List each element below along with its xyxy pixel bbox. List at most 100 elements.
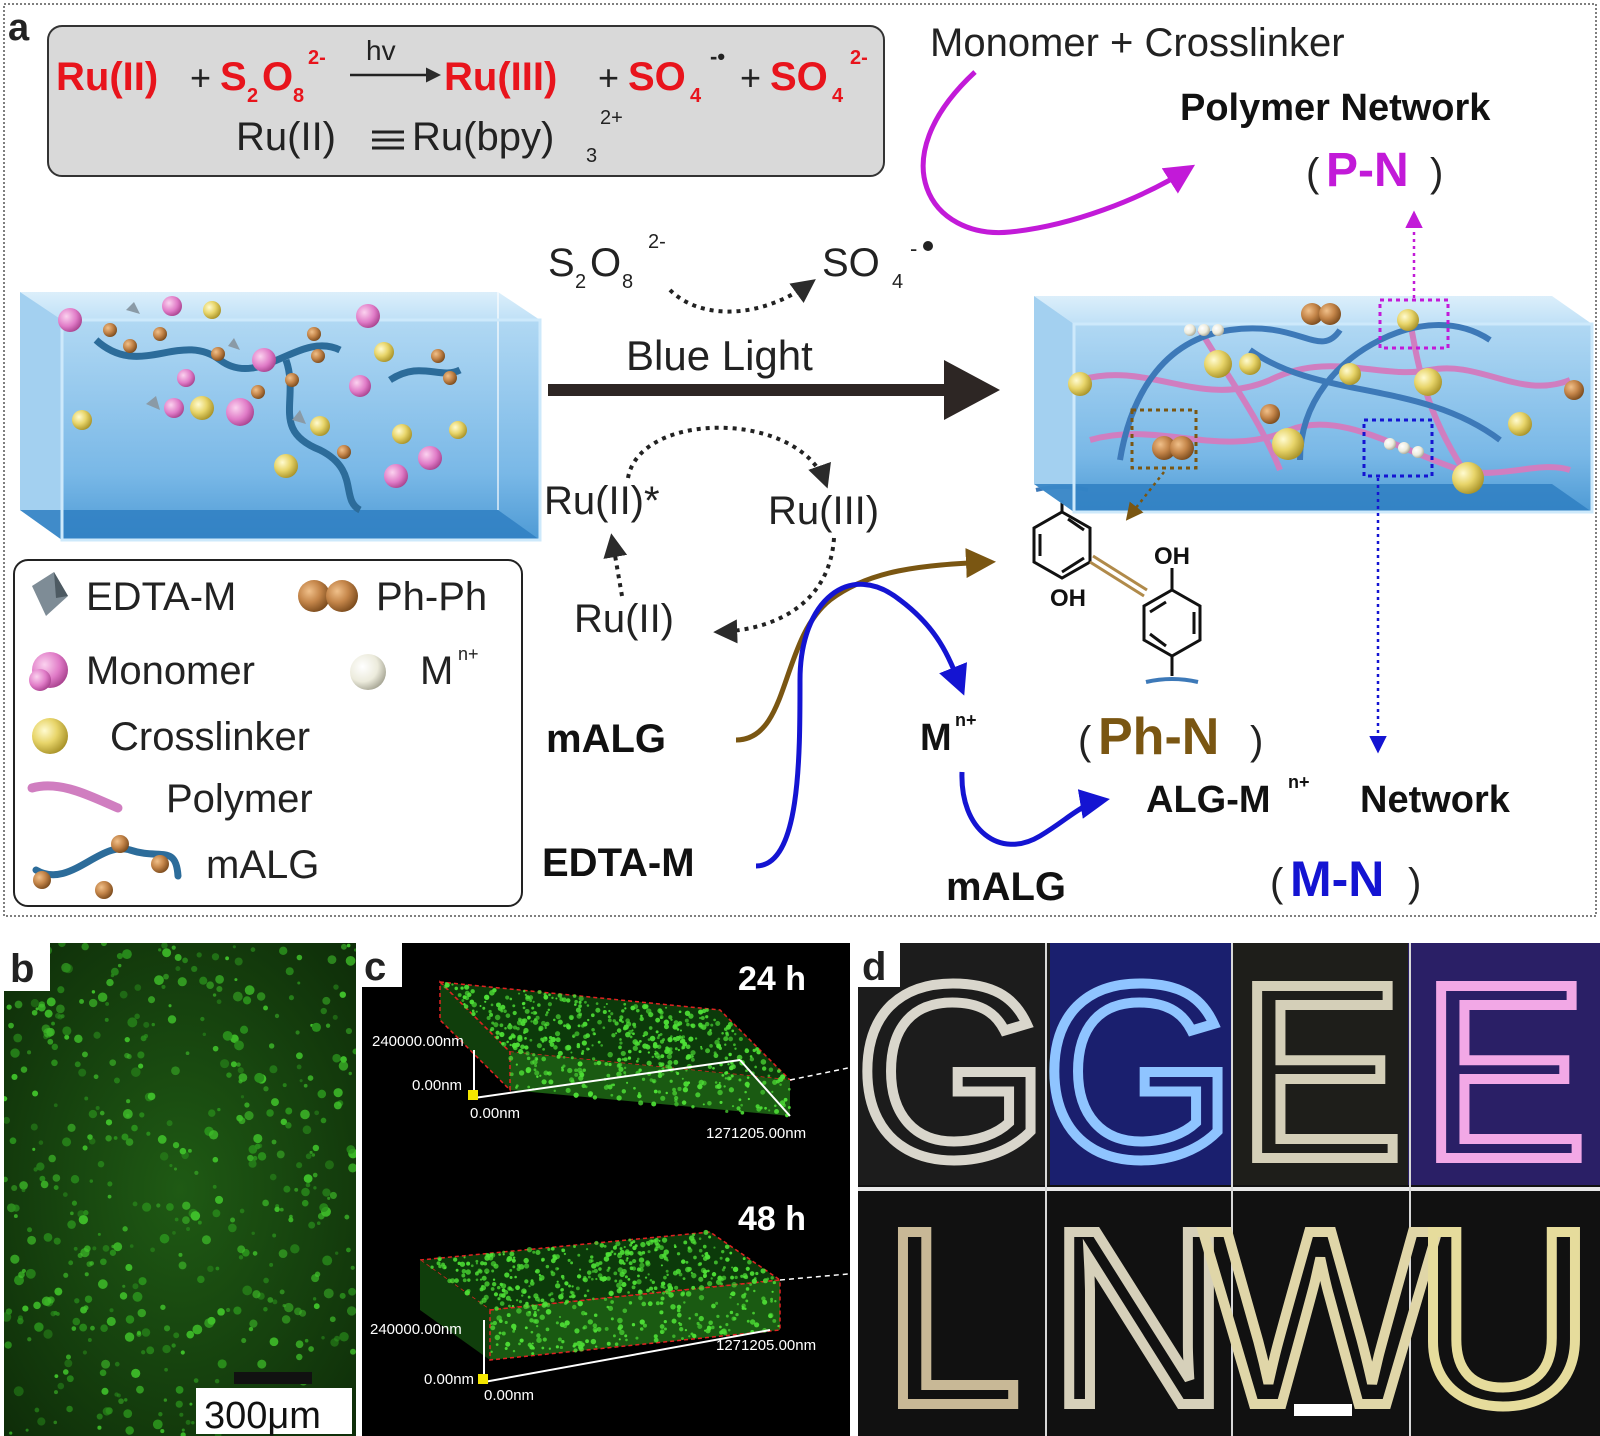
blue-light-arrow-head	[944, 360, 1000, 420]
reaction-s2o8-o: O	[262, 55, 293, 99]
svg-text:SO: SO	[822, 241, 880, 285]
mn-highlight-box	[1362, 418, 1434, 478]
legend-mn-m: M	[420, 649, 453, 693]
malg-to-phn-arrow	[735, 548, 996, 743]
svg-text:O: O	[590, 241, 621, 285]
chain-cap-bottom	[1145, 677, 1199, 684]
reaction-s2o8-sub2: 2	[247, 85, 258, 107]
panel-c: c 24 h 48 h 240000.00nm 0.00nm 0.00nm 12…	[362, 943, 850, 1436]
ru3-label: Ru(III)	[768, 489, 879, 533]
mn-ion-label: M	[920, 717, 952, 759]
reaction-s2o8-charge: 2-	[308, 47, 326, 69]
printed-letter: G	[1042, 932, 1236, 1211]
mn-ion-charge: n+	[955, 710, 977, 730]
ru2-star-label: Ru(II)*	[544, 479, 660, 523]
volume-24h: 240000.00nm 0.00nm 0.00nm 1271205.00nm	[372, 980, 849, 1142]
def-ru2: Ru(II)	[236, 115, 336, 159]
sulfate-radical-label: SO 4 -	[822, 236, 933, 293]
scale-bar	[234, 1372, 312, 1384]
edta-to-mn-arrow	[755, 581, 968, 869]
alg-network-post: Network	[1360, 779, 1511, 821]
phn-close: )	[1250, 719, 1263, 763]
axis-x-24h: 1271205.00nm	[706, 1125, 806, 1142]
axis-0x-24h: 0.00nm	[470, 1105, 520, 1122]
legend: EDTA-M Ph-Ph Monomer M n+ Crosslinker Po…	[27, 572, 487, 899]
legend-polymer: Polymer	[166, 777, 313, 821]
panel-a-frame	[3, 3, 1597, 917]
legend-mn-charge: n+	[458, 644, 479, 664]
identical-sign-icon	[372, 130, 404, 150]
reaction-so4r-sub4: 4	[690, 85, 702, 107]
label-24h: 24 h	[738, 960, 806, 998]
ru-definition: Ru(II) Ru(bpy) 3 2+	[236, 107, 623, 167]
pn-label: P-N	[1326, 144, 1409, 197]
panel-label-c: c	[364, 945, 386, 989]
precursor-contents	[58, 296, 467, 514]
reaction-so4-so: SO	[770, 55, 828, 99]
axis-x-48h: 1271205.00nm	[716, 1337, 816, 1354]
panel-b: b 300μm	[4, 943, 356, 1436]
axis-z-24h: 240000.00nm	[372, 1033, 464, 1050]
axis-0-48h: 0.00nm	[424, 1371, 474, 1388]
reaction-s2o8-sub8: 8	[293, 85, 304, 107]
cycle-arrow-excite	[626, 425, 831, 489]
axis-0x-48h: 0.00nm	[484, 1387, 534, 1404]
persulfate-to-radical-arrow	[668, 279, 816, 314]
persulfate-label: S 2 O 8 2-	[548, 231, 666, 293]
mn-open: (	[1270, 861, 1284, 905]
printed-letter: E	[1237, 932, 1404, 1211]
volume-48h: 240000.00nm 0.00nm 0.00nm 1271205.00nm	[370, 1229, 849, 1404]
legend-box	[13, 559, 523, 907]
printed-letter: N	[1049, 1178, 1230, 1436]
legend-malg: mALG	[206, 843, 319, 887]
panel-label-b: b	[10, 947, 34, 991]
printed-letter: U	[1414, 1178, 1595, 1436]
legend-monomer: Monomer	[86, 649, 255, 693]
reaction-plus-1: +	[190, 57, 211, 98]
reaction-hv: hv	[366, 35, 396, 66]
phn-leader-arrow	[1125, 471, 1165, 521]
cycle-arrow-return	[603, 533, 628, 597]
printed-letter: G	[855, 932, 1049, 1211]
malg-left-label: mALG	[546, 717, 666, 761]
reaction-so4-charge: 2-	[850, 47, 868, 69]
printed-letter: L	[882, 1178, 1021, 1436]
mn-to-network-arrow	[959, 771, 1110, 847]
ru2-label: Ru(II)	[574, 597, 674, 641]
scale-bar-label: 300μm	[204, 1395, 321, 1436]
crosslinker-icon	[32, 718, 68, 754]
phn-label: Ph-N	[1098, 708, 1219, 766]
svg-text:4: 4	[892, 271, 903, 293]
malg-icon	[32, 845, 182, 880]
phn-highlight-box	[1130, 408, 1198, 470]
panel-label-d: d	[862, 945, 886, 989]
radical-dot-icon	[923, 241, 933, 251]
cycle-arrow-reduce	[713, 537, 836, 644]
monomer-crosslinker-label: Monomer + Crosslinker	[930, 21, 1345, 65]
reaction-ru2: Ru(II)	[56, 55, 158, 99]
svg-text:2-: 2-	[648, 231, 666, 253]
mn-close: )	[1408, 861, 1421, 905]
panel-label-a: a	[8, 7, 30, 49]
biphenyl-structure	[1032, 500, 1202, 676]
legend-edta: EDTA-M	[86, 575, 236, 619]
reaction-so4-sub4: 4	[832, 85, 844, 107]
svg-text:S: S	[548, 241, 575, 285]
svg-text:-: -	[910, 236, 917, 261]
alg-network-charge: n+	[1288, 772, 1310, 792]
reaction-plus-3: +	[740, 57, 761, 98]
pn-close: )	[1430, 151, 1443, 195]
legend-crosslinker: Crosslinker	[110, 715, 310, 759]
reaction-so4r-charge: -•	[710, 44, 725, 69]
blue-light-label: Blue Light	[626, 332, 813, 379]
reaction-s2o8-s: S	[220, 55, 247, 99]
metal-ion-icon	[350, 654, 386, 690]
reaction-box	[47, 25, 885, 177]
scale-bar-d	[1294, 1404, 1352, 1416]
axis-0-24h: 0.00nm	[412, 1077, 462, 1094]
polymer-network-label: Polymer Network	[1180, 87, 1491, 129]
def-charge: 2+	[600, 107, 623, 129]
edta-m-label: EDTA-M	[542, 841, 695, 885]
